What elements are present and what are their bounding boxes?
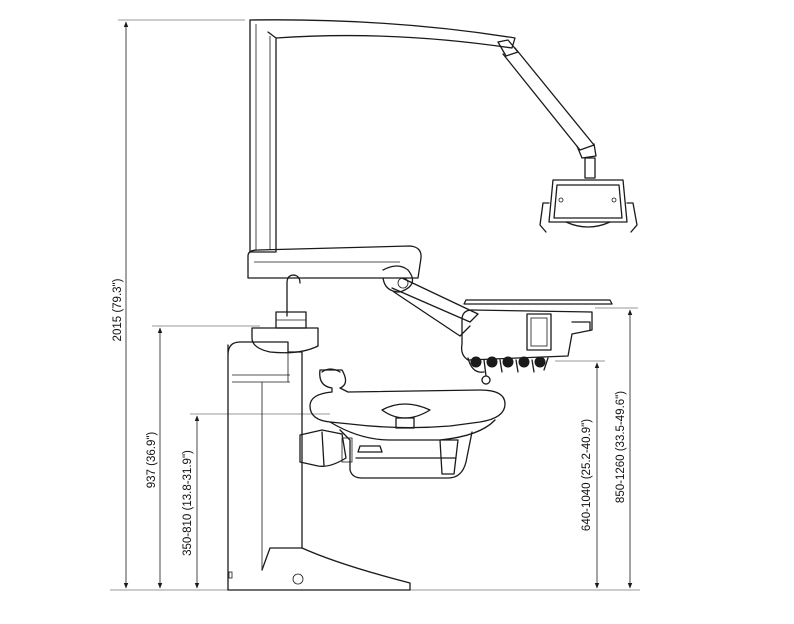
dimension-seat-height <box>190 413 330 589</box>
chair-base-column <box>227 341 411 591</box>
instrument-holders <box>467 356 549 385</box>
dimension-delivery-height <box>595 307 638 589</box>
delivery-arm <box>391 277 479 337</box>
foot-control-pedal <box>299 429 353 467</box>
label-tray-height: 640-1040 (25.2-40.9") <box>581 419 593 531</box>
label-cuspidor-height: 937 (36.9") <box>146 432 158 489</box>
water-unit-head <box>247 245 422 293</box>
dimension-tray-height <box>555 360 605 589</box>
cuspidor-bowl <box>251 311 319 354</box>
label-delivery-height: 850-1260 (33.5-49.6") <box>615 391 627 503</box>
light-arm <box>502 47 597 179</box>
label-overall-height: 2015 (79.3") <box>112 278 124 341</box>
operating-light-head <box>539 179 638 233</box>
delivery-unit-console <box>460 309 593 361</box>
delivery-unit-tray <box>463 299 613 305</box>
cup-filler-spout <box>286 274 301 317</box>
dimension-overall-height <box>118 19 245 589</box>
patient-chair-seat <box>309 368 506 479</box>
label-seat-height: 350-810 (13.8-31.9") <box>182 450 194 556</box>
light-pole <box>249 19 519 253</box>
dimension-cuspidor-height <box>152 325 260 589</box>
